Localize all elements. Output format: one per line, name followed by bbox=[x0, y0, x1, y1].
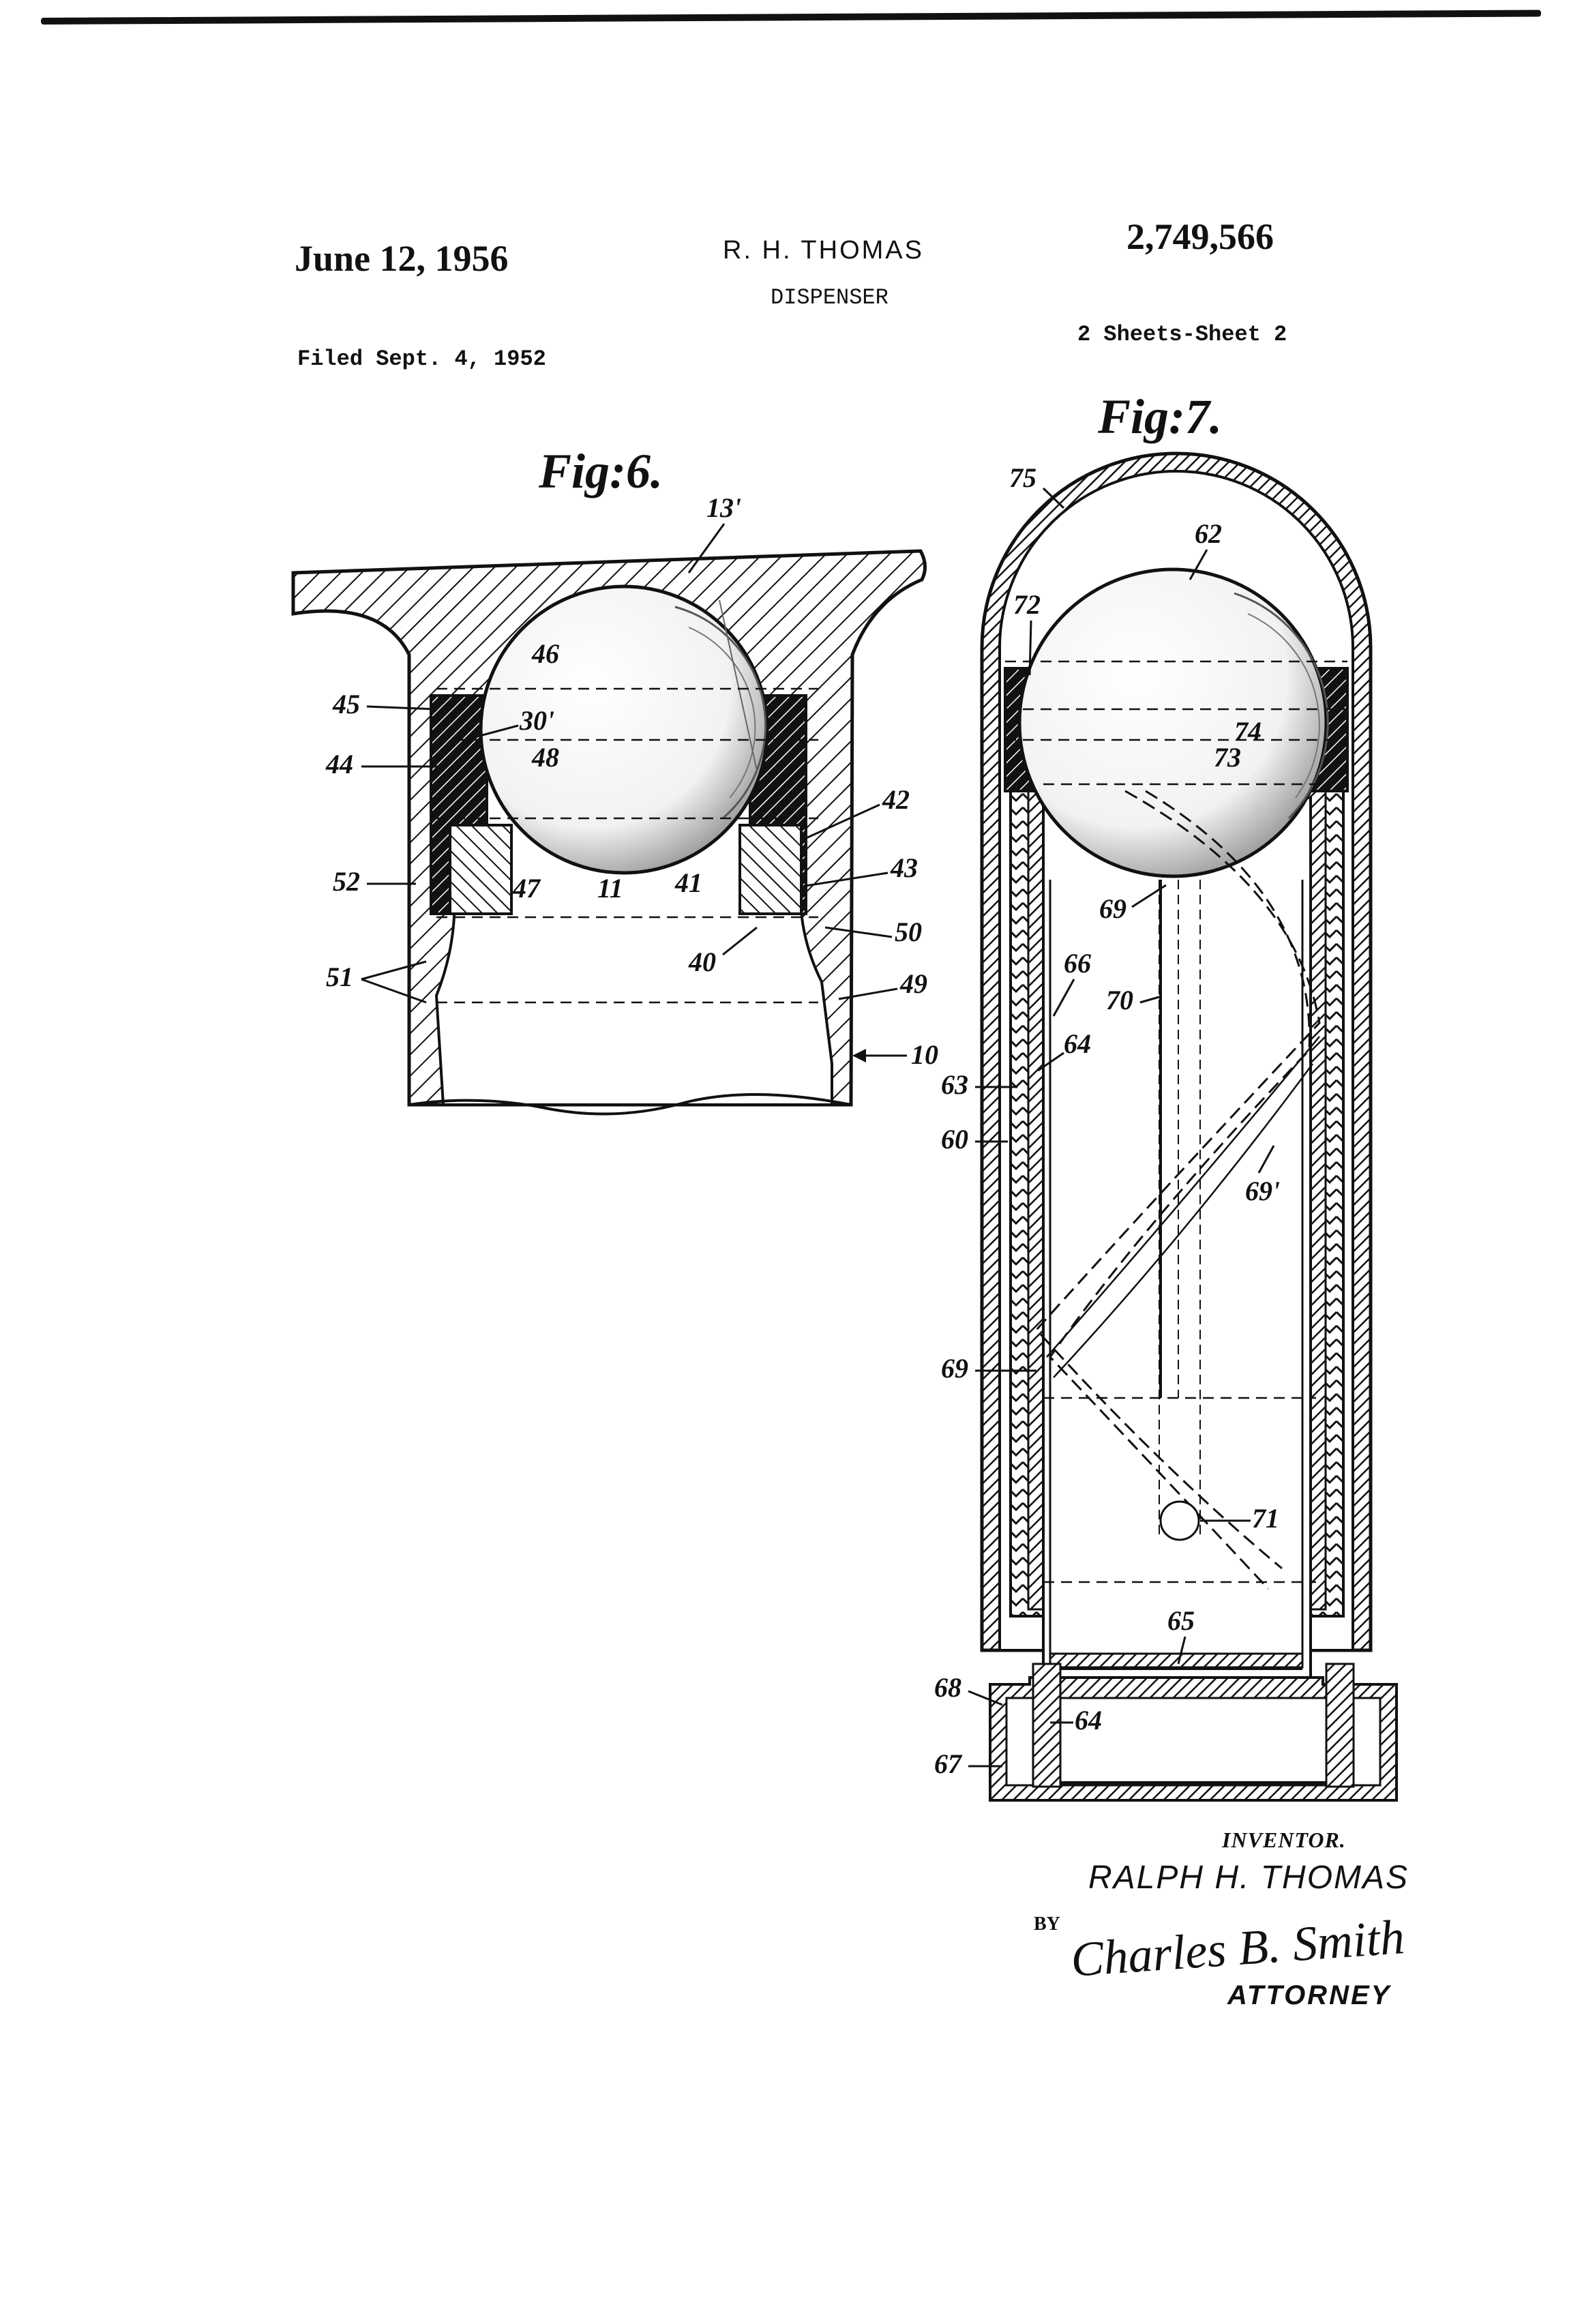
ref-68: 68 bbox=[934, 1672, 961, 1703]
ref-50: 50 bbox=[895, 917, 922, 947]
ref-64-upper: 64 bbox=[1064, 1028, 1091, 1059]
ref-46: 46 bbox=[531, 638, 559, 669]
attorney-label: ATTORNEY bbox=[1227, 1980, 1391, 2011]
ref-41: 41 bbox=[674, 867, 702, 898]
fig7-drawing bbox=[982, 453, 1397, 1800]
ref-43: 43 bbox=[890, 852, 918, 883]
ref-69-lower: 69 bbox=[941, 1353, 968, 1384]
ref-44: 44 bbox=[325, 749, 353, 779]
fig7-ball-62 bbox=[1019, 569, 1326, 876]
fig6-ring-left bbox=[450, 825, 511, 914]
ref-75: 75 bbox=[1009, 462, 1036, 493]
ref-40: 40 bbox=[688, 947, 716, 977]
inventor-name: RALPH H. THOMAS bbox=[1088, 1859, 1409, 1896]
ref-62: 62 bbox=[1195, 518, 1222, 549]
ref-48: 48 bbox=[531, 742, 559, 773]
fig6-ring-right bbox=[740, 825, 801, 914]
ref-49: 49 bbox=[899, 968, 927, 999]
ref-65: 65 bbox=[1167, 1605, 1195, 1636]
inventor-label: INVENTOR. bbox=[1222, 1828, 1346, 1853]
ref-67: 67 bbox=[934, 1748, 963, 1779]
ref-69-prime: 69' bbox=[1245, 1176, 1280, 1206]
by-label: BY bbox=[1034, 1913, 1060, 1935]
ref-71: 71 bbox=[1252, 1503, 1279, 1534]
ref-45: 45 bbox=[332, 689, 360, 719]
ref-11: 11 bbox=[597, 873, 623, 904]
ref-30p: 30' bbox=[519, 705, 554, 736]
ref-10: 10 bbox=[911, 1039, 938, 1070]
ref-63: 63 bbox=[941, 1069, 968, 1100]
ref-51: 51 bbox=[326, 962, 353, 992]
ref-52: 52 bbox=[333, 866, 360, 897]
fig7-pin-71 bbox=[1161, 1502, 1199, 1540]
ref-69-upper: 69 bbox=[1099, 893, 1126, 924]
ref-60: 60 bbox=[941, 1124, 968, 1154]
ref-13p: 13' bbox=[706, 492, 741, 523]
ref-47: 47 bbox=[512, 873, 541, 904]
ref-42: 42 bbox=[882, 784, 910, 815]
ref-73: 73 bbox=[1214, 742, 1241, 773]
ref-70: 70 bbox=[1106, 985, 1133, 1015]
ref-66: 66 bbox=[1064, 948, 1091, 979]
fig6-drawing bbox=[293, 551, 925, 1114]
ref-72: 72 bbox=[1013, 589, 1041, 620]
ref-64-lower: 64 bbox=[1075, 1705, 1102, 1735]
